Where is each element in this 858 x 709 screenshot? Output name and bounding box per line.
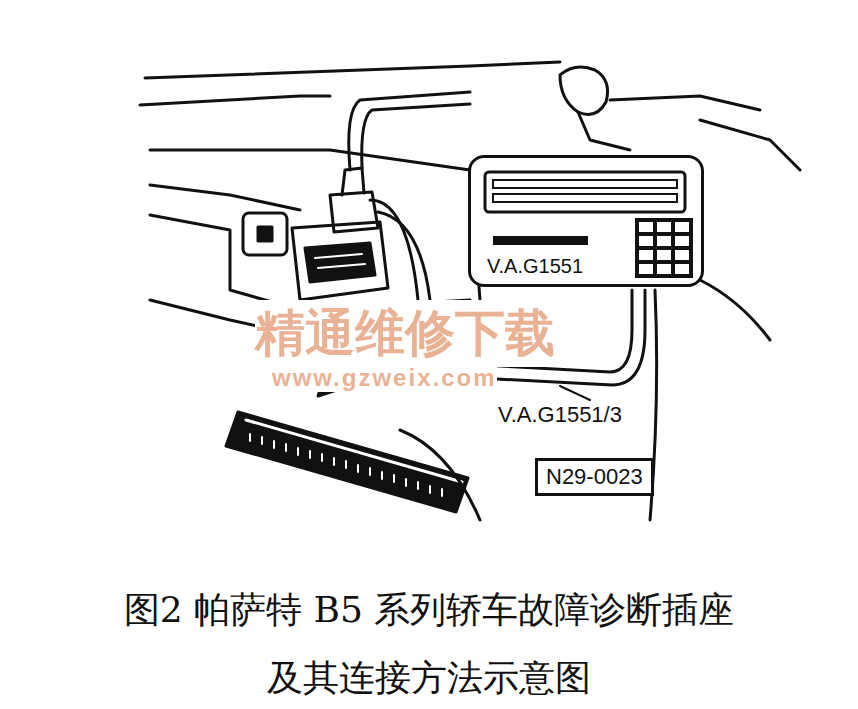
- socket-cavity: [305, 243, 375, 282]
- plug-neck: [342, 168, 364, 195]
- display-line: [493, 180, 677, 188]
- figure-caption: 图2 帕萨特 B5 系列轿车故障诊断插座 及其连接方法示意图: [110, 576, 748, 709]
- dash-edge: [140, 96, 330, 105]
- key: [657, 264, 671, 274]
- connector-pins: [250, 434, 442, 496]
- key: [639, 250, 653, 260]
- dash-edge: [700, 280, 770, 340]
- connector-enlarged: [226, 412, 468, 512]
- console-edge: [150, 150, 470, 170]
- key: [675, 264, 689, 274]
- dash-edge: [400, 430, 480, 520]
- key: [675, 222, 689, 232]
- keypad: [635, 218, 693, 278]
- switch: [243, 213, 287, 255]
- console-edge: [150, 185, 300, 210]
- dash-edge: [610, 96, 760, 110]
- dash-edge: [145, 62, 560, 78]
- display-line: [493, 194, 677, 202]
- display-frame: [485, 172, 685, 212]
- cable: [349, 92, 470, 170]
- cable-label: V.A.G1551/3: [498, 402, 622, 428]
- socket-pins: [315, 254, 365, 268]
- key: [657, 222, 671, 232]
- key: [639, 222, 653, 232]
- key: [675, 250, 689, 260]
- knob: [560, 67, 608, 115]
- diagnostic-socket: [292, 222, 388, 300]
- switch-center: [258, 227, 272, 241]
- watermark-url: www.gzweix.com: [272, 364, 497, 392]
- knob-stem: [578, 112, 630, 150]
- figure-code: N29-0023: [546, 463, 643, 491]
- plug: [330, 192, 378, 232]
- figure-code-box: N29-0023: [535, 458, 654, 496]
- cable: [362, 104, 470, 168]
- tester-device: V.A.G1551: [468, 155, 704, 287]
- device-name: V.A.G1551: [487, 255, 583, 278]
- connector-edge: [246, 420, 462, 482]
- key: [675, 236, 689, 246]
- key: [657, 250, 671, 260]
- card-slot: [493, 236, 588, 245]
- key: [657, 236, 671, 246]
- key: [639, 264, 653, 274]
- key: [639, 236, 653, 246]
- watermark: 精通维修下载: [255, 300, 555, 367]
- leader-line: [560, 386, 590, 400]
- dash-edge: [700, 120, 800, 170]
